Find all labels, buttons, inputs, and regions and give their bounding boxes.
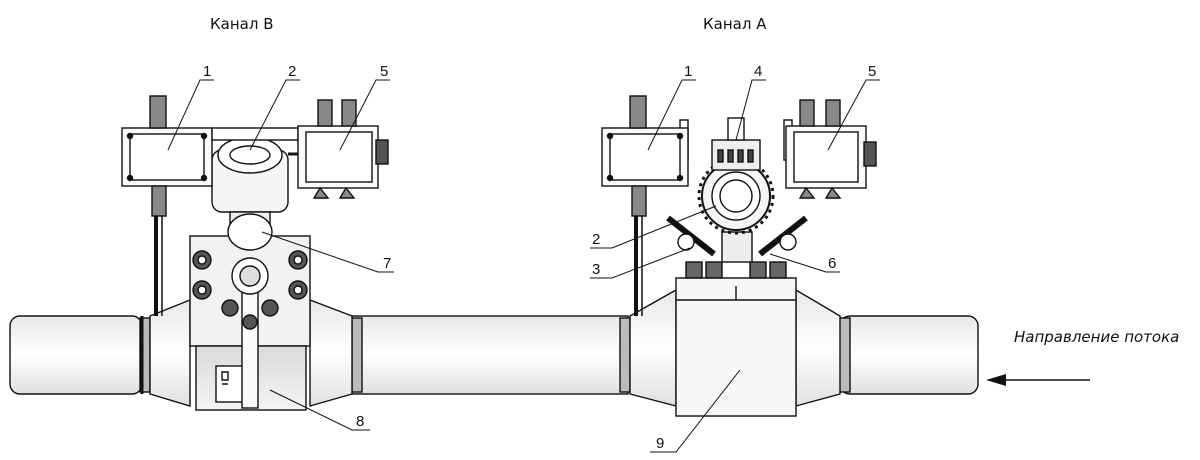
callout-a-3: 3 — [592, 261, 600, 278]
flow-direction-label: Направление потока — [1014, 328, 1179, 346]
callout-a-6: 6 — [828, 255, 836, 272]
callout-b-7: 7 — [383, 255, 391, 272]
callout-a-1: 1 — [684, 63, 692, 80]
channel-a-assembly — [601, 95, 877, 417]
callout-a-2: 2 — [592, 231, 600, 248]
callout-b-1: 1 — [203, 63, 211, 80]
callout-a-4: 4 — [754, 63, 762, 80]
flow-arrow-icon — [986, 374, 1090, 386]
callout-a-5: 5 — [868, 63, 876, 80]
channel-b-title: Канал В — [210, 15, 274, 33]
leader-lines — [167, 79, 880, 453]
channel-a-title: Канал А — [703, 15, 767, 33]
callout-b-5: 5 — [380, 63, 388, 80]
callout-b-2: 2 — [288, 63, 296, 80]
callout-a-9: 9 — [656, 435, 664, 452]
callout-b-8: 8 — [356, 413, 364, 430]
channel-b-assembly — [121, 95, 389, 411]
